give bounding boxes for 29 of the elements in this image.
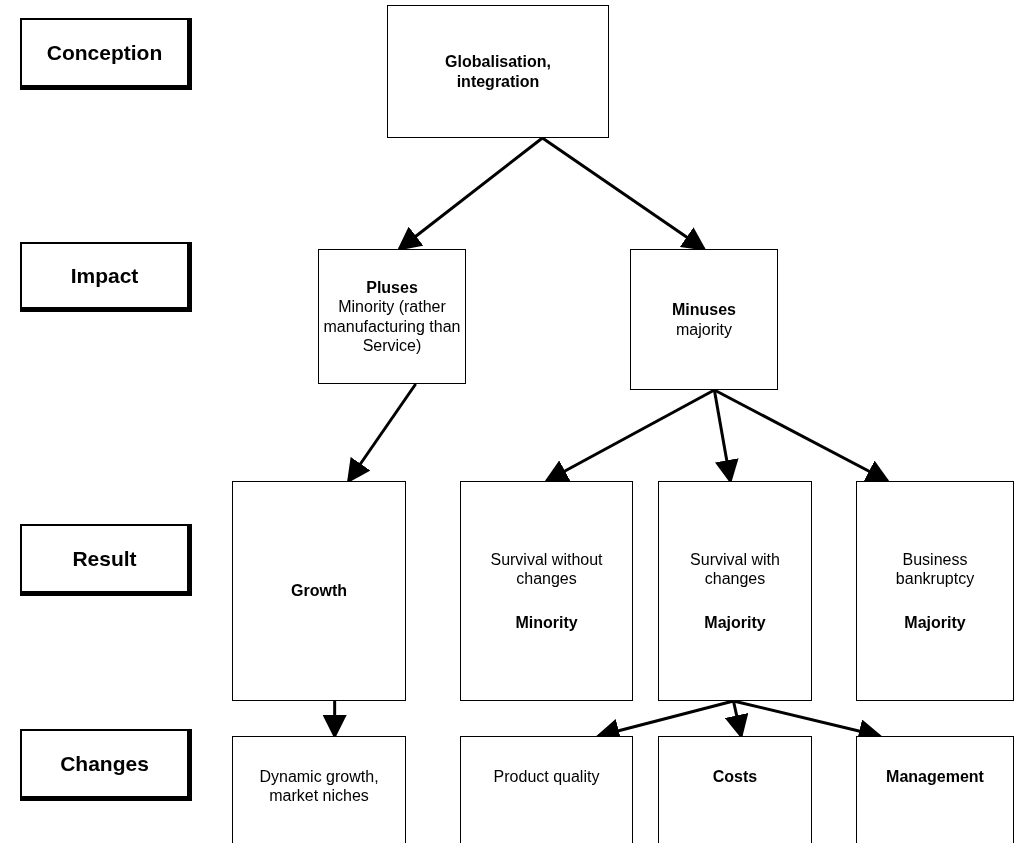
box-heading: Survival without changes [489,550,604,589]
box-heading: Survival with changes [689,550,781,589]
box-text: Majority [704,612,766,632]
box-text: majority [676,319,732,339]
process-box: Management [856,736,1014,843]
box-heading: Pluses [366,278,418,298]
process-box [856,481,1014,701]
process-box: Growth [232,481,406,701]
process-box [318,249,466,384]
process-box [658,481,812,701]
box-heading: Minuses [672,300,736,320]
box-text: Majority [904,612,966,632]
stage-label-box: Result [20,524,192,596]
process-box: Globalisation, integration [387,5,609,138]
stage-label-box: Conception [20,18,192,90]
arrow [397,136,544,251]
process-box: Product quality [460,736,633,843]
box-heading: Business bankruptcy [894,550,976,589]
process-box [630,249,778,390]
arrow [713,388,891,483]
stage-label-box: Impact [20,242,192,312]
arrow [541,136,707,251]
stage-label-box: Changes [20,729,192,801]
box-text: Minority [515,612,578,632]
process-box [460,481,633,701]
process-box: Costs [658,736,812,843]
box-text: Minority (rather manufacturing than Service) [323,297,461,355]
arrow [543,388,716,483]
process-box: Dynamic growth, market niches [232,736,406,843]
